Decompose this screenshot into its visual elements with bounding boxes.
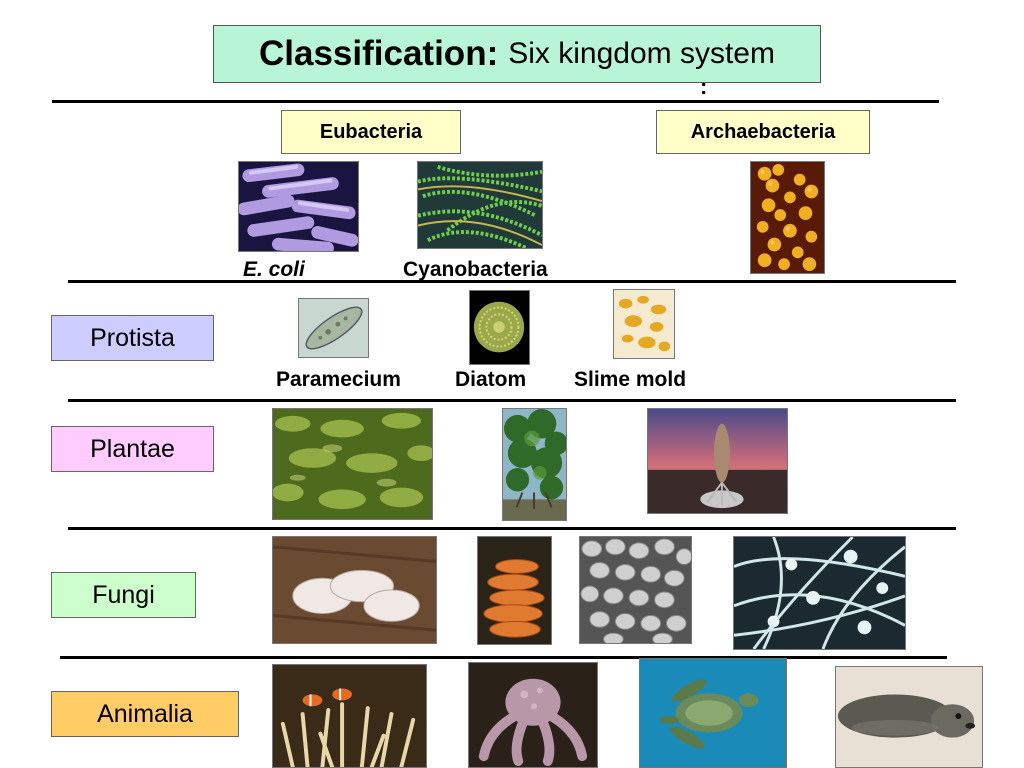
cyanobacteria-caption: Cyanobacteria <box>403 258 548 281</box>
title-rest: Six kingdom system <box>508 37 775 70</box>
paramecium-image <box>298 298 369 358</box>
mangrove-image <box>502 408 567 521</box>
silversword-image <box>647 408 788 514</box>
ecoli-image <box>238 161 359 252</box>
sea-turtle-image <box>639 658 787 768</box>
title-bold: Classification: <box>259 34 499 73</box>
yeast-image <box>579 536 692 644</box>
divider <box>68 527 956 530</box>
oyster-mushroom-image <box>272 536 437 644</box>
eubacteria-label: Eubacteria <box>281 110 461 154</box>
moss-image <box>272 408 433 520</box>
divider <box>52 100 939 103</box>
ecoli-caption: E. coli <box>243 258 305 281</box>
archaebacteria-image <box>750 161 825 274</box>
shelf-fungus-image <box>477 536 552 645</box>
slime-mold-caption: Slime mold <box>574 368 687 391</box>
title-box: Classification: Six kingdom system <box>213 25 821 83</box>
mold-hyphae-image <box>733 536 906 650</box>
divider <box>68 399 956 402</box>
protista-label: Protista <box>51 315 214 361</box>
animalia-label: Animalia <box>51 691 239 737</box>
plantae-label: Plantae <box>51 426 214 472</box>
octopus-image <box>468 662 598 768</box>
divider <box>68 280 956 283</box>
title-colon: : <box>700 74 708 99</box>
divider <box>60 656 947 659</box>
diatom-image <box>469 290 530 365</box>
archaebacteria-label: Archaebacteria <box>656 110 870 154</box>
slime-mold-image <box>613 289 675 359</box>
monk-seal-image <box>835 666 983 768</box>
clownfish-anemone-image <box>272 664 427 768</box>
diatom-caption: Diatom <box>455 368 527 391</box>
fungi-label: Fungi <box>51 572 196 618</box>
paramecium-caption: Paramecium <box>276 368 401 391</box>
cyanobacteria-image <box>417 161 543 249</box>
